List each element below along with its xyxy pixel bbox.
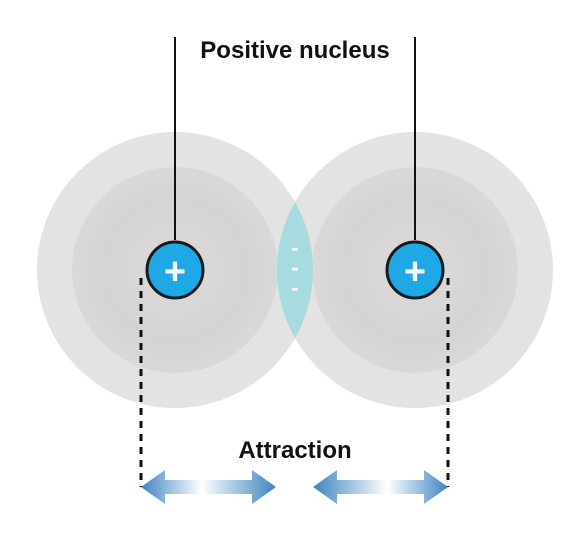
nucleus-label-backdrop	[179, 30, 411, 66]
electron-charge-top: -	[291, 235, 298, 260]
electron-charge-middle: -	[291, 255, 298, 280]
positive-nucleus-label: Positive nucleus	[200, 37, 389, 64]
left-positive-nucleus	[145, 240, 205, 300]
left-attraction-arrow	[141, 470, 276, 504]
attraction-label: Attraction	[238, 437, 351, 464]
right-nucleus-plus-sign: +	[404, 251, 426, 293]
left-nucleus-plus-sign: +	[164, 251, 186, 293]
right-attraction-arrow	[313, 470, 448, 504]
right-positive-nucleus	[385, 240, 445, 300]
electron-charge-bottom: -	[291, 275, 298, 300]
